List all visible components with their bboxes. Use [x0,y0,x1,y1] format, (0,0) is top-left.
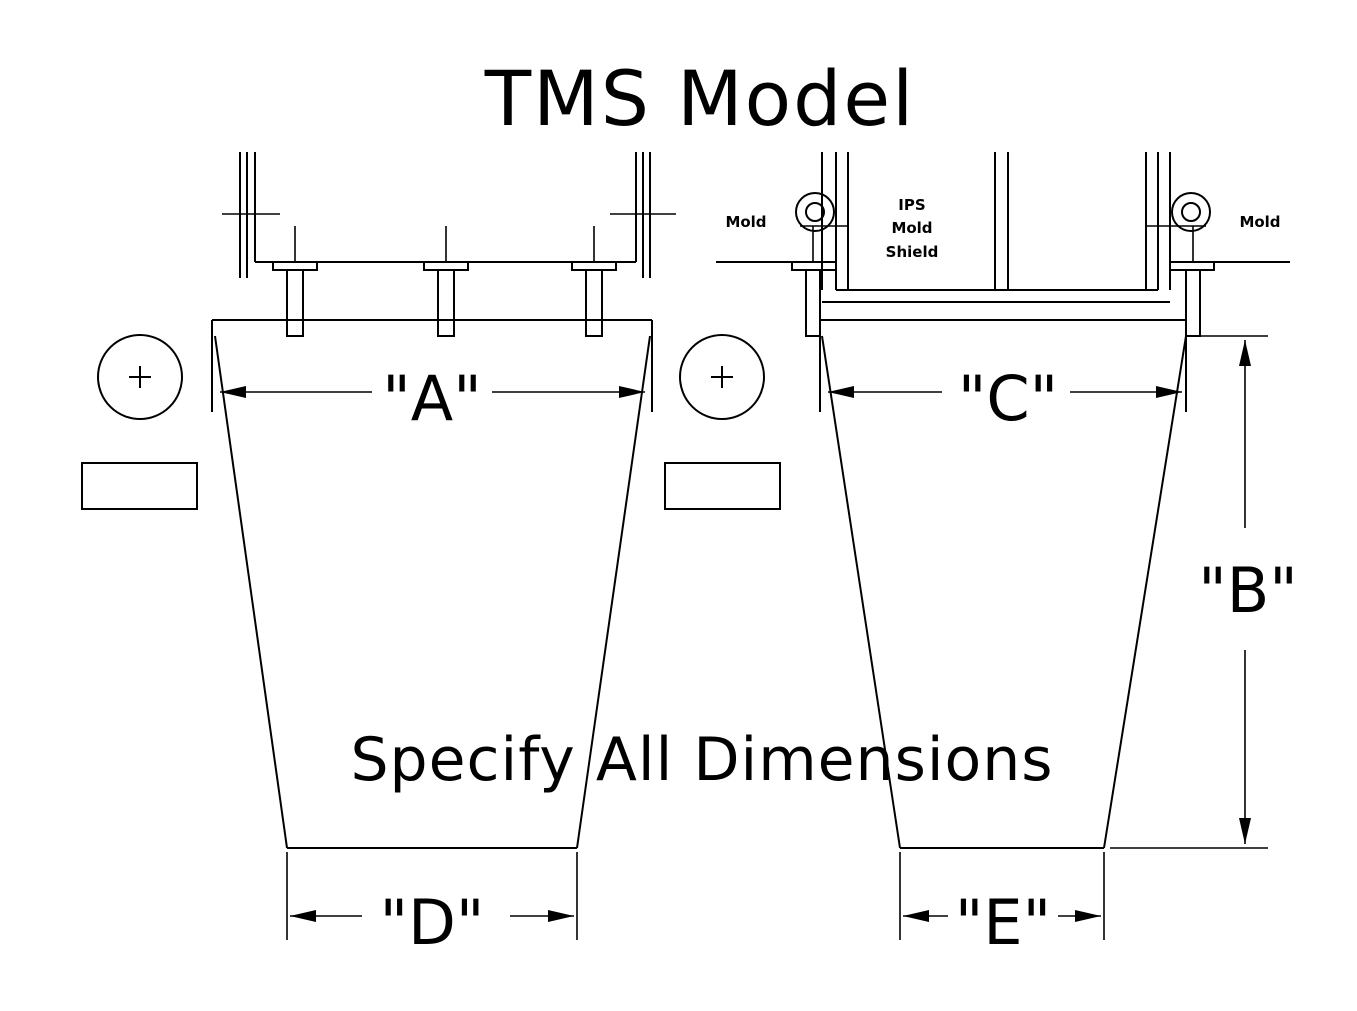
dimension-a-label: "A" [382,362,481,435]
ips-label-line2: Mold [891,219,932,237]
ips-label-line1: IPS [898,196,925,214]
mold-label-left: Mold [725,213,766,231]
mold-label-right: Mold [1239,213,1280,231]
middle-circle-symbol [679,334,765,420]
dimension-e-label: "E" [955,886,1051,959]
dimension-d [286,852,578,940]
drawing-title: TMS Model [484,54,916,143]
left-rect-symbol [81,462,198,510]
specify-dimensions-note: Specify All Dimensions [350,725,1053,795]
dimension-b-label: "B" [1198,554,1298,627]
dimension-b [1110,335,1268,849]
dimension-c-label: "C" [958,362,1058,435]
left-circle-symbol [97,334,183,420]
right-assembly [716,152,1290,849]
ips-label-line3: Shield [886,243,939,261]
dimension-c [828,386,1182,398]
dimension-a [220,386,645,398]
dimension-d-label: "D" [380,886,485,959]
left-assembly [211,152,676,849]
dimension-e [899,852,1105,940]
middle-rect-symbol [664,462,781,510]
